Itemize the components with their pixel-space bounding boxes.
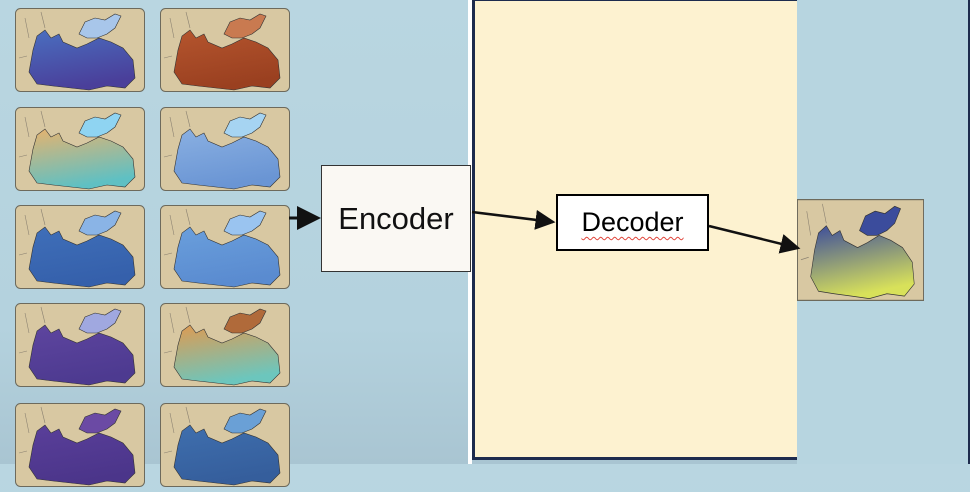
sea-of-azov xyxy=(223,13,267,39)
black-sea xyxy=(173,128,281,190)
arrow-decoder-to-output xyxy=(708,224,801,254)
encoder-box: Encoder xyxy=(321,165,471,272)
sea-of-azov xyxy=(78,308,122,334)
black-sea xyxy=(173,226,281,288)
input-map-thumbnail xyxy=(15,205,145,289)
black-sea xyxy=(173,324,281,386)
input-map-thumbnail xyxy=(160,8,290,92)
sea-of-azov xyxy=(223,210,267,236)
black-sea xyxy=(173,29,281,91)
black-sea xyxy=(28,324,136,386)
black-sea xyxy=(28,29,136,91)
sea-of-azov xyxy=(859,205,901,236)
sea-of-azov xyxy=(78,13,122,39)
sea-of-azov xyxy=(78,112,122,138)
arrow-encoder-to-decoder xyxy=(471,209,556,230)
output-map xyxy=(797,199,924,301)
arrows xyxy=(289,206,801,254)
sea-of-azov xyxy=(78,210,122,236)
input-map-thumbnail xyxy=(15,107,145,191)
input-map-thumbnail xyxy=(160,205,290,289)
sea-of-azov xyxy=(223,408,267,434)
sea-of-azov xyxy=(223,308,267,334)
input-map-thumbnail xyxy=(15,303,145,387)
input-map-thumbnail xyxy=(160,303,290,387)
sea-of-azov xyxy=(78,408,122,434)
decoder-box: Decoder xyxy=(556,194,709,251)
input-map-thumbnail xyxy=(160,107,290,191)
sea-of-azov xyxy=(223,112,267,138)
decoder-label: Decoder xyxy=(581,207,684,237)
encoder-label: Encoder xyxy=(338,200,454,236)
black-sea xyxy=(810,225,915,299)
black-sea xyxy=(28,226,136,288)
black-sea xyxy=(28,128,136,190)
input-map-thumbnail xyxy=(15,8,145,92)
